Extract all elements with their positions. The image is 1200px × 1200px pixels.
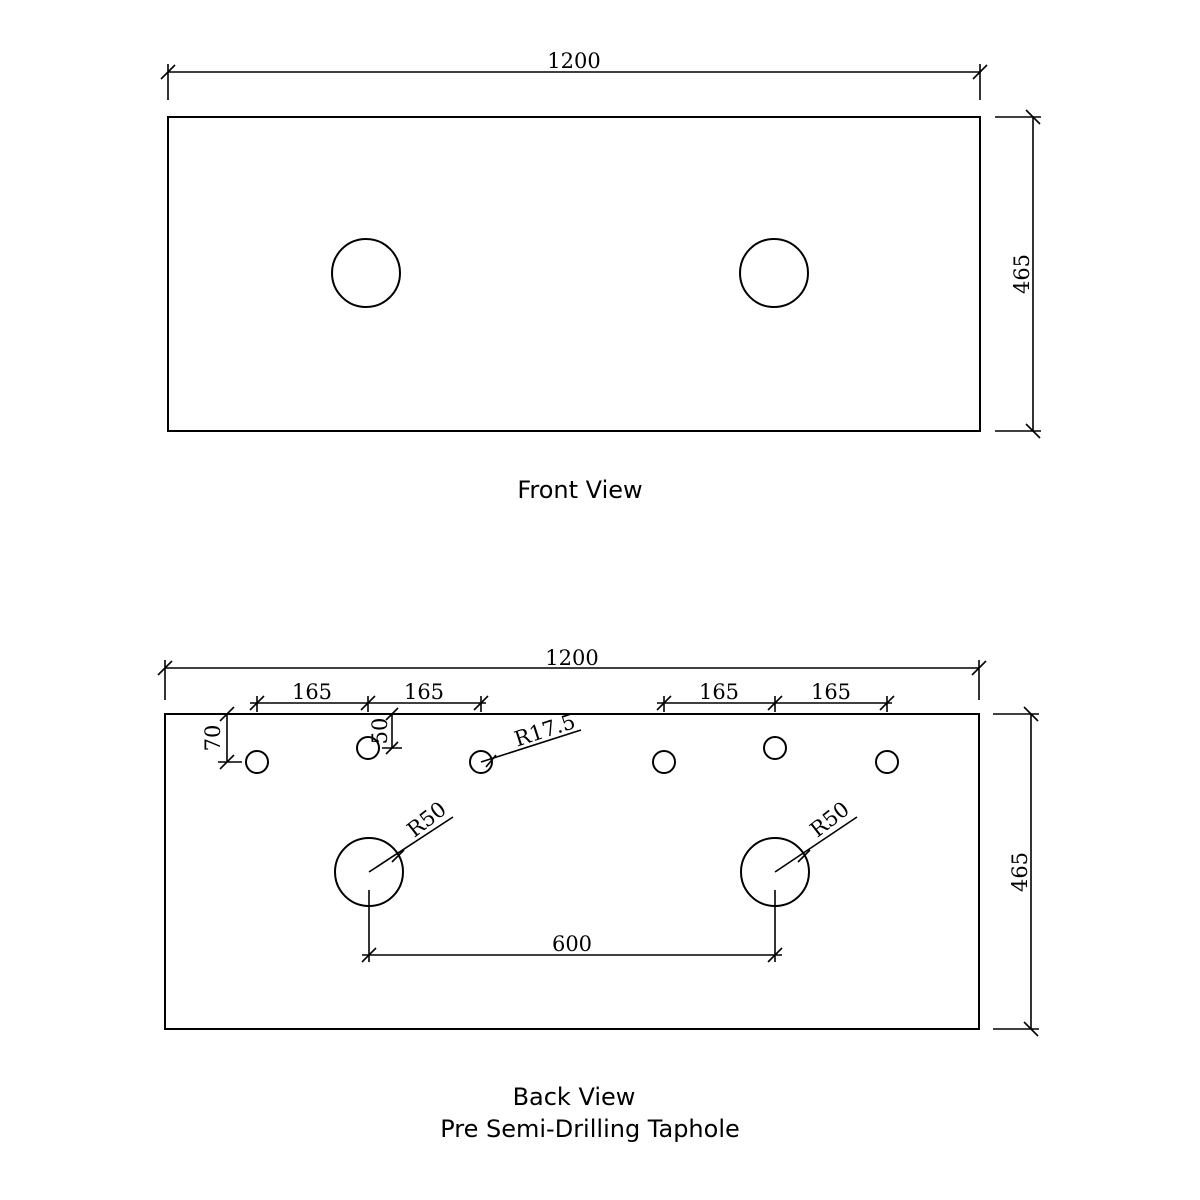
back-view-subcaption: Pre Semi-Drilling Taphole [440, 1115, 740, 1143]
back-panel-outline [164, 713, 980, 1030]
back-view-caption: Back View [513, 1083, 636, 1111]
tap-spacing-left-group: 165 165 [249, 680, 489, 712]
tap-spacing-label-3: 165 [699, 680, 739, 704]
taphole-4 [652, 750, 676, 774]
front-height-dimension: 465 [995, 109, 1041, 439]
front-basin-hole-left [331, 238, 401, 308]
front-width-label: 1200 [547, 49, 600, 73]
back-width-label: 1200 [545, 646, 598, 670]
tap-spacing-label-4: 165 [811, 680, 851, 704]
front-panel-outline [167, 116, 981, 432]
back-height-dimension: 465 [993, 706, 1039, 1037]
back-view: 1200 465 165 165 [157, 646, 1039, 1143]
front-view-caption: Front View [517, 476, 642, 504]
taphole-radius-leader: R17.5 [480, 709, 582, 768]
middle-offset-label: 50 [368, 718, 392, 745]
taphole-6 [875, 750, 899, 774]
front-width-dimension: 1200 [160, 49, 988, 100]
middle-offset-dimension: 50 [368, 707, 402, 755]
basin-spacing-label: 600 [552, 932, 592, 956]
front-height-label: 465 [1010, 254, 1034, 294]
taphole-3 [469, 750, 493, 774]
top-offset-dimension: 70 [201, 706, 242, 770]
back-width-dimension: 1200 [157, 646, 987, 700]
front-basin-hole-right [739, 238, 809, 308]
basin-radius-leader-right: R50 [774, 797, 858, 873]
back-height-label: 465 [1008, 852, 1032, 892]
tap-spacing-right-group: 165 165 [656, 680, 895, 712]
basin-radius-leader-left: R50 [368, 797, 454, 873]
tap-spacing-label-2: 165 [404, 680, 444, 704]
taphole-1 [245, 750, 269, 774]
tap-spacing-label-1: 165 [292, 680, 332, 704]
basin-radius-label-left: R50 [403, 797, 451, 842]
taphole-radius-label: R17.5 [511, 709, 578, 751]
front-view: 1200 465 Front View [160, 49, 1041, 504]
taphole-5 [763, 736, 787, 760]
top-offset-label: 70 [201, 725, 225, 752]
basin-spacing-dimension: 600 [361, 890, 783, 963]
taphole-2 [356, 736, 380, 760]
